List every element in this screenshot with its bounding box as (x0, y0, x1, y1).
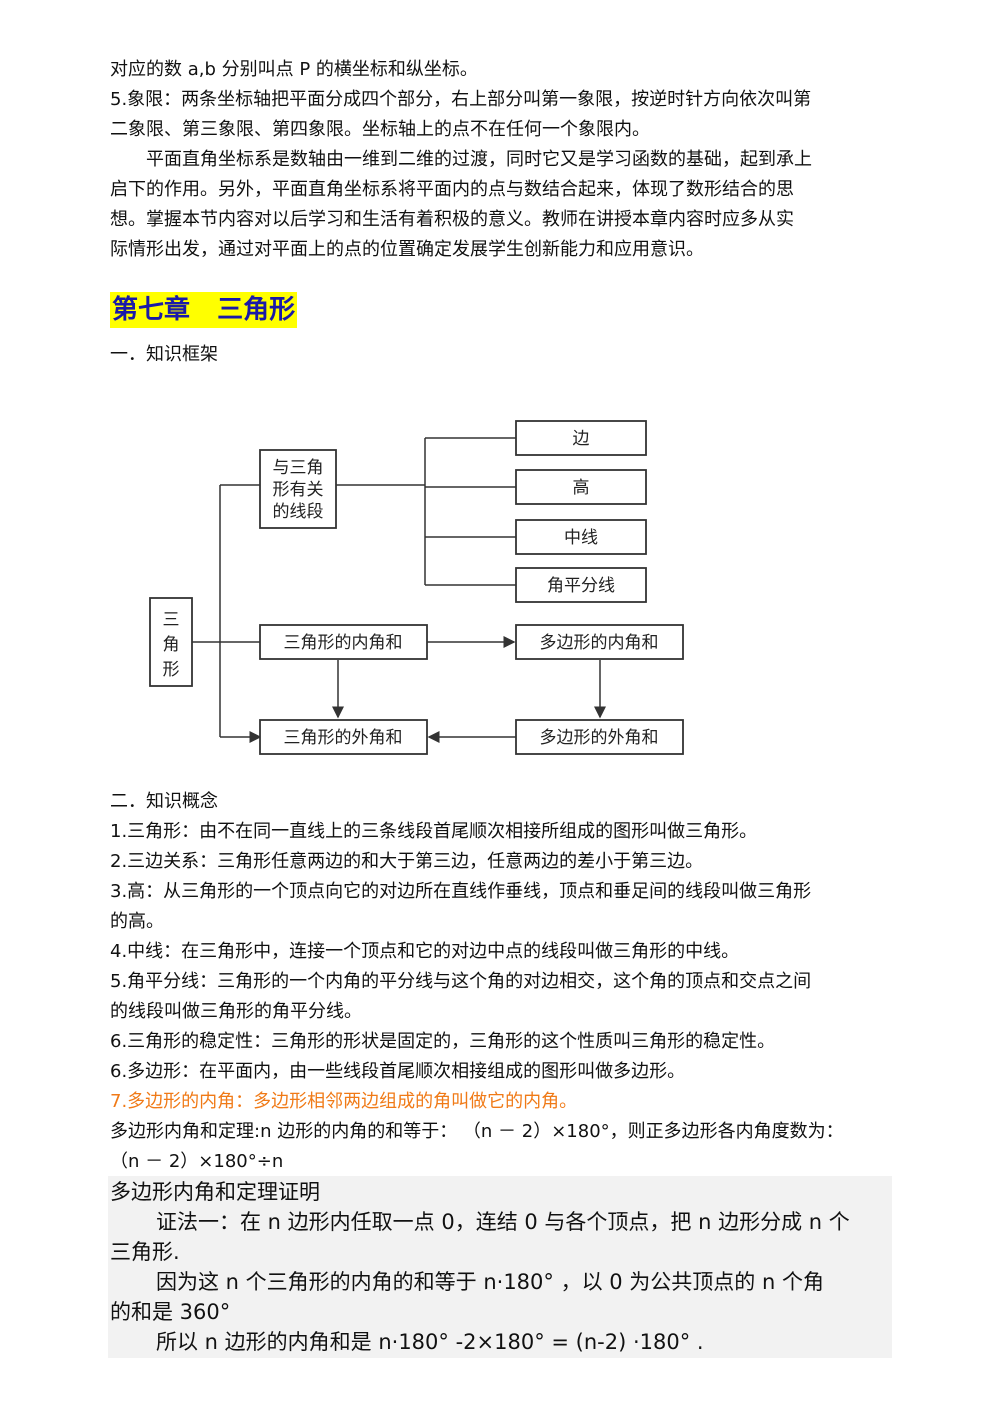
median-label: 中线 (564, 528, 598, 548)
segments-line-3: 的线段 (273, 502, 324, 522)
theorem-line-2: （n － 2）×180°÷n (110, 1151, 284, 1172)
concept-6a: 6.三角形的稳定性：三角形的形状是固定的，三角形的这个性质叫三角形的稳定性。 (110, 1031, 776, 1052)
concept-3a: 3.高：从三角形的一个顶点向它的对边所在直线作垂线，顶点和垂足间的线段叫做三角形 (110, 881, 812, 902)
root-char-1: 三 (163, 610, 180, 630)
tri-interior-label: 三角形的内角和 (284, 633, 403, 653)
node-side (515, 420, 647, 456)
node-bisector (515, 567, 647, 603)
node-median (515, 519, 647, 555)
proof-line-3: 因为这 n 个三角形的内角的和等于 n·180° ，以 0 为公共顶点的 n 个… (156, 1270, 824, 1294)
concept-6b: 6.多边形：在平面内，由一些线段首尾顺次相接组成的图形叫做多边形。 (110, 1061, 686, 1082)
poly-exterior-label: 多边形的外角和 (540, 728, 659, 748)
node-triangle-root (149, 597, 193, 687)
side-label: 边 (573, 429, 590, 449)
intro-line-7: 际情形出发，通过对平面上的点的位置确定发展学生创新能力和应用意识。 (110, 239, 704, 260)
intro-line-3: 二象限、第三象限、第四象限。坐标轴上的点不在任何一个象限内。 (110, 119, 650, 140)
poly-interior-label: 多边形的内角和 (540, 633, 659, 653)
proof-line-5: 所以 n 边形的内角和是 n·180° -2×180° = (n-2) ·180… (156, 1330, 704, 1354)
concept-7: 7.多边形的内角：多边形相邻两边组成的角叫做它的内角。 (110, 1091, 578, 1112)
node-segments-box (259, 449, 337, 529)
section-heading-concepts: 二．知识概念 (110, 791, 218, 812)
concept-5b: 的线段叫做三角形的角平分线。 (110, 1001, 362, 1022)
node-poly-exterior (515, 719, 684, 755)
node-height (515, 469, 647, 505)
concept-5a: 5.角平分线：三角形的一个内角的平分线与这个角的对边相交，这个角的顶点和交点之间 (110, 971, 812, 992)
knowledge-framework-diagram: 三 角 形 与三角 形有关 的线段 边 高 中线 角平分线 三角形的内角和 多边… (149, 420, 684, 755)
node-tri-interior (259, 624, 428, 660)
bisector-label: 角平分线 (547, 576, 615, 596)
concept-4: 4.中线：在三角形中，连接一个顶点和它的对边中点的线段叫做三角形的中线。 (110, 941, 740, 962)
chapter-title: 第七章 三角形 (110, 292, 298, 328)
intro-line-4: 平面直角坐标系是数轴由一维到二维的过渡，同时它又是学习函数的基础，起到承上 (146, 149, 812, 170)
segments-line-2: 形有关 (273, 480, 324, 500)
proof-line-4: 的和是 360° (110, 1300, 231, 1324)
intro-line-5: 启下的作用。另外，平面直角坐标系将平面内的点与数结合起来，体现了数形结合的思 (110, 179, 794, 200)
node-tri-exterior (259, 719, 428, 755)
theorem-line-1: 多边形内角和定理:n 边形的内角的和等于： （n － 2）×180°，则正多边形… (110, 1121, 844, 1142)
root-char-3: 形 (163, 660, 180, 680)
intro-line-2: 5.象限：两条坐标轴把平面分成四个部分，右上部分叫第一象限，按逆时针方向依次叫第 (110, 89, 812, 110)
concept-2: 2.三边关系：三角形任意两边的和大于第三边，任意两边的差小于第三边。 (110, 851, 704, 872)
proof-line-2: 三角形. (110, 1240, 180, 1264)
proof-heading: 多边形内角和定理证明 (110, 1180, 320, 1204)
section-heading-framework: 一．知识框架 (110, 344, 218, 365)
height-label: 高 (573, 478, 590, 498)
tri-exterior-label: 三角形的外角和 (284, 728, 403, 748)
concept-1: 1.三角形：由不在同一直线上的三条线段首尾顺次相接所组成的图形叫做三角形。 (110, 821, 758, 842)
intro-line-6: 想。掌握本节内容对以后学习和生活有着积极的意义。教师在讲授本章内容时应多从实 (110, 209, 794, 230)
node-poly-interior (515, 624, 684, 660)
proof-block: 多边形内角和定理证明 证法一：在 n 边形内任取一点 0，连结 0 与各个顶点，… (108, 1176, 892, 1358)
concept-3b: 的高。 (110, 911, 164, 932)
segments-line-1: 与三角 (273, 458, 324, 478)
proof-line-1: 证法一：在 n 边形内任取一点 0，连结 0 与各个顶点，把 n 边形分成 n … (156, 1210, 850, 1234)
root-char-2: 角 (163, 635, 180, 655)
intro-line-1: 对应的数 a,b 分别叫点 P 的横坐标和纵坐标。 (110, 59, 478, 80)
